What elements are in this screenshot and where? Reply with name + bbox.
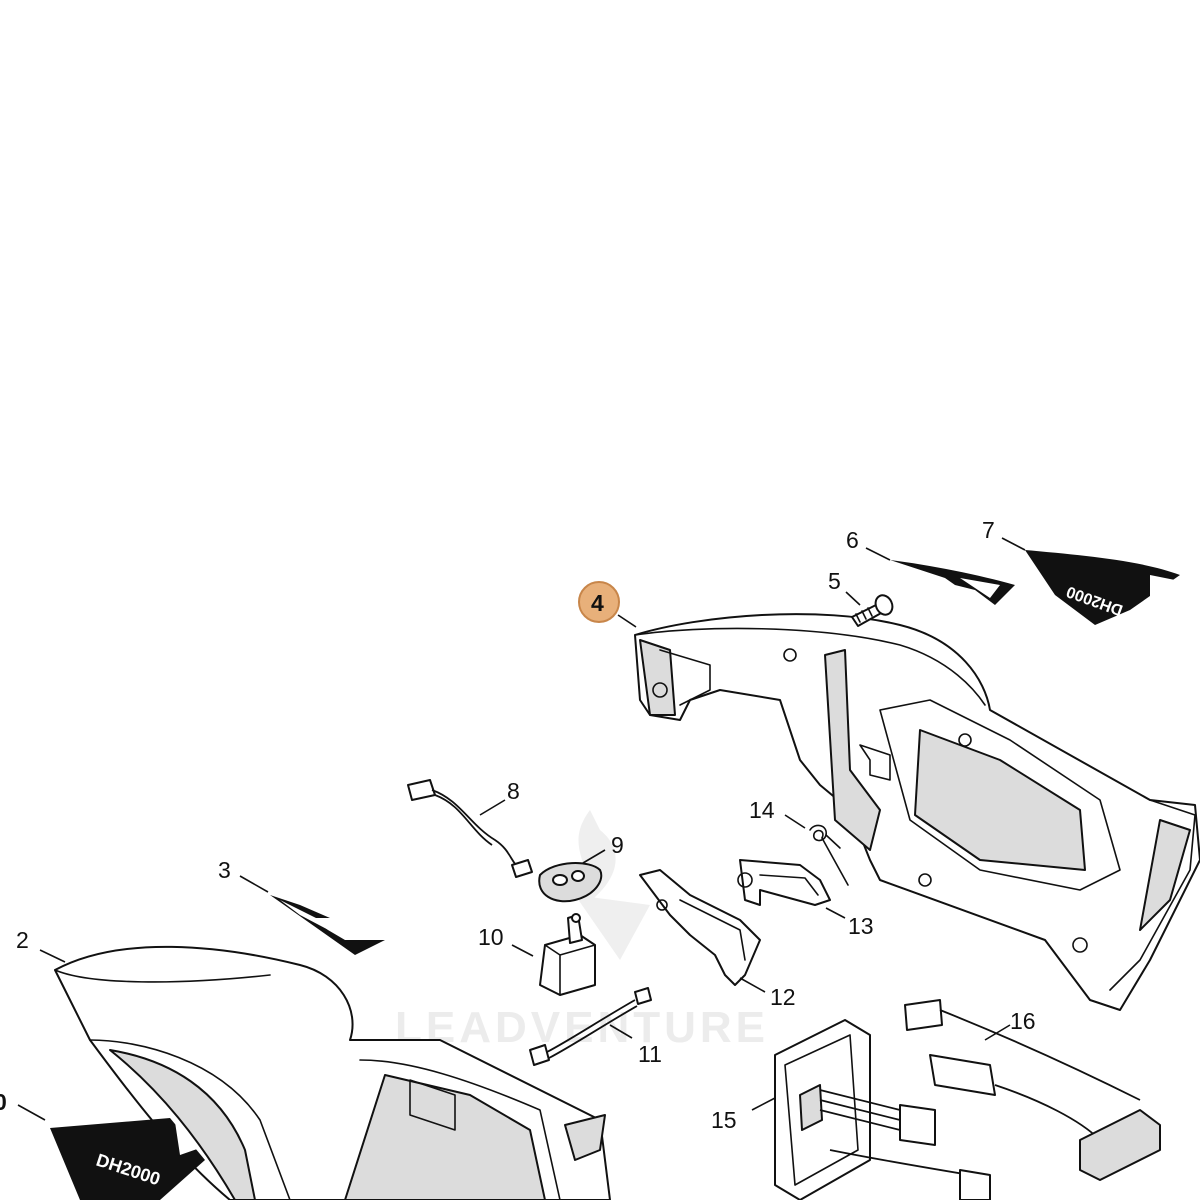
callout-5[interactable]: 5 — [828, 568, 841, 594]
callout-highlight-badge — [578, 581, 620, 623]
callout-0[interactable]: 0 — [0, 1089, 7, 1115]
part-13-lever[interactable] — [737, 859, 831, 906]
part-12-trigger[interactable] — [639, 869, 761, 986]
callout-2[interactable]: 2 — [16, 927, 29, 953]
callout-6[interactable]: 6 — [846, 527, 859, 553]
callout-8[interactable]: 8 — [507, 778, 520, 804]
callout-11[interactable]: 11 — [638, 1041, 662, 1067]
part-14-spring[interactable] — [809, 824, 849, 886]
leader-lines — [17, 537, 1026, 1121]
watermark-text: LEADVENTURE — [395, 1003, 769, 1052]
part-6-decal[interactable] — [890, 560, 1015, 605]
callout-13[interactable]: 13 — [848, 913, 874, 939]
watermark: LEADVENTURE — [395, 810, 769, 1052]
callout-16[interactable]: 16 — [1010, 1008, 1036, 1034]
part-4-handle-housing[interactable] — [634, 613, 1200, 1011]
part-2-housing[interactable] — [54, 945, 611, 1200]
callouts: 0 2 3 4 5 6 7 8 9 10 11 12 13 14 15 16 — [0, 517, 1036, 1133]
part-16-connector-harness[interactable] — [904, 999, 1161, 1181]
part-7-decal[interactable]: DH2000 — [1025, 550, 1180, 625]
part-8-wire-harness[interactable] — [407, 779, 533, 878]
part-11-cable[interactable] — [529, 987, 652, 1066]
part-5-screw[interactable] — [851, 593, 895, 627]
callout-9[interactable]: 9 — [611, 832, 624, 858]
part-9-grommet[interactable] — [538, 862, 603, 903]
callout-3[interactable]: 3 — [218, 857, 231, 883]
part-0-decal[interactable]: DH2000 — [50, 1118, 205, 1200]
part-15-circuit-board[interactable] — [774, 1019, 991, 1200]
watermark-logo-icon — [575, 810, 650, 960]
callout-15[interactable]: 15 — [711, 1107, 737, 1133]
callout-12[interactable]: 12 — [770, 984, 796, 1010]
callout-7[interactable]: 7 — [982, 517, 995, 543]
callout-10[interactable]: 10 — [478, 924, 504, 950]
part-10-switch[interactable] — [539, 913, 596, 996]
callout-14[interactable]: 14 — [749, 797, 775, 823]
callout-4-highlighted[interactable]: 4 — [578, 581, 620, 623]
callout-4[interactable]: 4 — [591, 590, 604, 616]
part-3-decal[interactable] — [270, 895, 385, 955]
